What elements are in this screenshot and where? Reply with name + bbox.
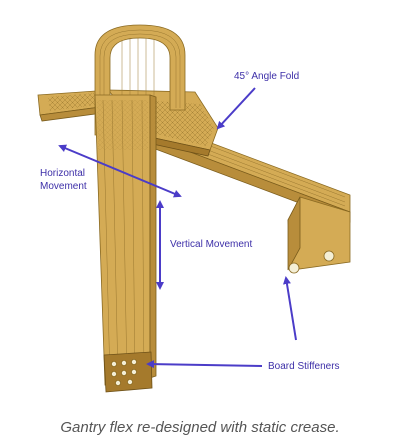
bottom-pad-7 <box>115 379 122 386</box>
vertical-flex-strip <box>94 94 157 386</box>
bottom-pad-8 <box>127 378 134 385</box>
left-fold-tab <box>37 89 111 122</box>
board-stiffeners-label: Board Stiffeners <box>268 361 340 372</box>
vertical-movement-label: Vertical Movement <box>170 239 252 250</box>
horizontal-movement-label-line2: Movement <box>40 181 87 192</box>
bottom-stiffener <box>103 351 153 393</box>
figure-caption: Gantry flex re-designed with static crea… <box>60 419 339 436</box>
horizontal-movement-arrow <box>58 144 182 198</box>
angle-fold-arrow <box>216 87 256 130</box>
right-stiffener-pad-2 <box>323 250 335 262</box>
bottom-pad-3 <box>130 358 137 365</box>
bottom-pad-5 <box>121 369 128 376</box>
horizontal-movement-label-line1: Horizontal <box>40 168 85 179</box>
right-stiffener-pad-1 <box>288 262 300 274</box>
board-stiffeners-arrow-right <box>283 276 297 341</box>
right-drop-end <box>287 196 351 274</box>
bottom-pad-1 <box>111 360 118 367</box>
board-stiffeners-arrow-bottom <box>146 360 263 369</box>
bottom-pad-6 <box>130 368 137 375</box>
bottom-pad-4 <box>111 370 118 377</box>
angle-fold-label: 45° Angle Fold <box>234 71 299 82</box>
bottom-pad-2 <box>121 359 128 366</box>
